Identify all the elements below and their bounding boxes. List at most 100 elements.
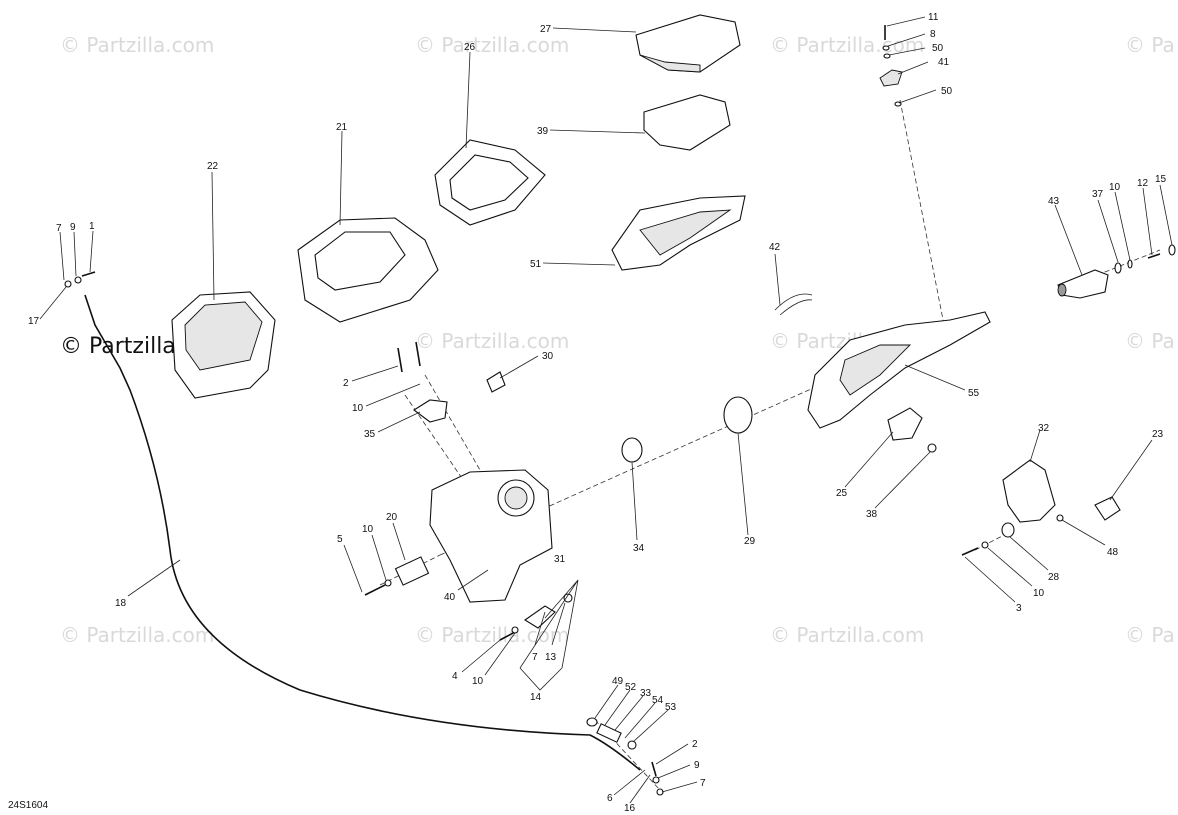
callout-10: 10 <box>1033 588 1045 599</box>
callout-52: 52 <box>625 682 637 693</box>
part-53-nut <box>627 740 637 750</box>
part-50-washer <box>883 53 891 59</box>
part-40-gauge-inner <box>504 486 528 510</box>
callout-53: 53 <box>665 702 677 713</box>
callout-3: 3 <box>1016 603 1022 614</box>
callout-35: 35 <box>364 429 376 440</box>
callout-41: 41 <box>938 57 950 68</box>
callout-9: 9 <box>694 760 700 771</box>
diagram-code: 24S1604 <box>8 800 48 811</box>
callout-10: 10 <box>472 676 484 687</box>
callout-32: 32 <box>1038 423 1050 434</box>
part-30-clip <box>486 371 506 393</box>
part-33-adjuster <box>596 723 622 743</box>
part-20-sleeve <box>394 556 430 586</box>
callout-43: 43 <box>1048 196 1060 207</box>
watermark: © Partzilla.com <box>415 623 569 647</box>
watermark: © Partzilla.com <box>415 329 569 353</box>
part-49-fitting <box>586 717 598 727</box>
callout-34: 34 <box>633 543 645 554</box>
part-15-cap <box>1168 244 1176 256</box>
callout-50: 50 <box>941 86 953 97</box>
watermark: © Partzilla.com <box>770 33 924 57</box>
part-4-screw <box>499 631 516 641</box>
part-21-housing-opening <box>314 231 406 291</box>
callout-49: 49 <box>612 676 624 687</box>
watermark-layer: © Partzilla.com © Partzilla.com © Partzi… <box>60 33 1175 647</box>
part-25-switch <box>887 407 923 441</box>
part-26-frame-opening <box>449 154 529 211</box>
part-55-steering-column-detail <box>839 344 912 396</box>
callout-11: 11 <box>928 12 939 23</box>
part-42-wire-clip <box>774 293 813 316</box>
callout-50: 50 <box>932 43 944 54</box>
callout-38: 38 <box>866 509 878 520</box>
callout-10: 10 <box>362 524 374 535</box>
callout-27: 27 <box>540 24 552 35</box>
callout-12: 12 <box>1137 178 1149 189</box>
callout-31: 31 <box>554 554 566 565</box>
callout-4: 4 <box>452 671 458 682</box>
part-18-throttle-cable <box>84 294 641 771</box>
callout-6: 6 <box>607 793 613 804</box>
leader-lines <box>39 16 1173 804</box>
part-40-center-housing <box>429 469 553 603</box>
callout-16: 16 <box>624 803 636 814</box>
part-29-ring <box>723 396 753 434</box>
callout-7: 7 <box>700 778 706 789</box>
part-41-bracket <box>879 69 903 87</box>
callout-33: 33 <box>640 688 652 699</box>
callout-7: 7 <box>56 223 62 234</box>
callout-17: 17 <box>28 316 40 327</box>
part-12-pin <box>1147 253 1161 259</box>
watermark: © Partzilla.com <box>770 623 924 647</box>
part-17-nut <box>64 280 72 288</box>
part-2-pin <box>651 761 657 777</box>
callout-labels: 27 26 21 22 39 51 11 8 50 41 50 43 37 10… <box>28 12 1167 814</box>
callout-29: 29 <box>744 536 756 547</box>
part-37-washer <box>1114 262 1122 274</box>
callout-28: 28 <box>1048 572 1060 583</box>
callout-22: 22 <box>207 161 219 172</box>
callout-14: 14 <box>530 692 542 703</box>
part-9-washer <box>74 276 82 284</box>
callout-54: 54 <box>652 695 664 706</box>
watermark: © Partzilla.com <box>60 623 214 647</box>
callout-13: 13 <box>545 652 557 663</box>
callout-37: 37 <box>1092 189 1104 200</box>
callout-48: 48 <box>1107 547 1119 558</box>
callout-20: 20 <box>386 512 398 523</box>
part-2-pin <box>415 341 421 367</box>
part-34-ring <box>621 437 643 463</box>
watermark: © Pa <box>1125 623 1175 647</box>
callout-18: 18 <box>115 598 127 609</box>
part-38-nut <box>927 443 937 453</box>
part-10-washer <box>511 626 519 634</box>
callout-21: 21 <box>336 122 348 133</box>
part-2-pin <box>397 347 403 373</box>
part-43-grip-end <box>1057 283 1067 297</box>
callout-8: 8 <box>930 29 936 40</box>
part-drawings <box>64 14 1176 796</box>
watermark: © Partzilla.com <box>60 33 214 57</box>
part-31-throttle-lever <box>523 605 556 629</box>
part-27-top-cover <box>635 14 741 73</box>
callout-55: 55 <box>968 388 980 399</box>
watermark: © Pa <box>1125 329 1175 353</box>
callout-9: 9 <box>70 222 76 233</box>
callout-15: 15 <box>1155 174 1167 185</box>
callout-51: 51 <box>530 259 542 270</box>
callout-7: 7 <box>532 652 538 663</box>
callout-2: 2 <box>343 378 349 389</box>
part-55-steering-column <box>807 311 991 429</box>
callout-2: 2 <box>692 739 698 750</box>
callout-23: 23 <box>1152 429 1164 440</box>
part-39-inner-cover <box>643 94 731 151</box>
part-27-top-cover-side <box>639 54 701 73</box>
callout-1: 1 <box>89 221 95 232</box>
part-10-washer <box>981 541 989 549</box>
part-22-housing-inner <box>184 301 263 371</box>
part-35-bracket <box>413 399 448 423</box>
callout-10: 10 <box>1109 182 1121 193</box>
